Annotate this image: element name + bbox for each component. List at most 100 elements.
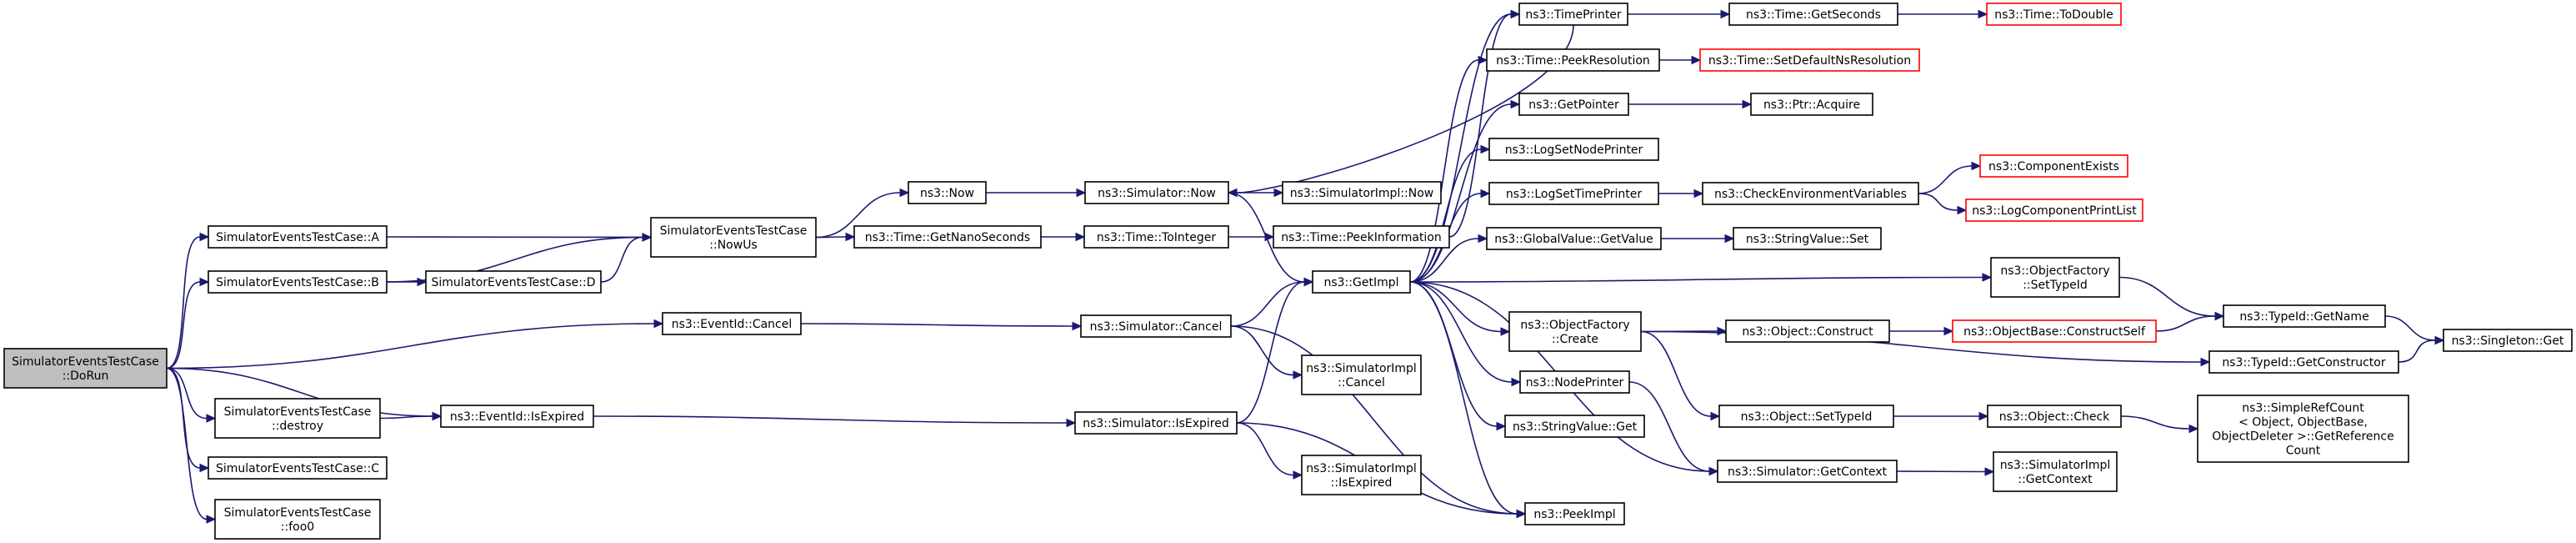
node-typeidgetctor[interactable]: ns3::TypeId::GetConstructor xyxy=(2208,350,2399,374)
arrowhead xyxy=(1264,232,1275,242)
edge-D-nowus xyxy=(600,233,653,283)
arrowhead xyxy=(899,188,910,198)
node-checkenv[interactable]: ns3::CheckEnvironmentVariables xyxy=(1702,182,1919,205)
arrowhead xyxy=(845,232,856,242)
node-destroy[interactable]: SimulatorEventsTestCase::destroy xyxy=(214,398,381,439)
node-box xyxy=(1725,319,1890,343)
arrowhead xyxy=(1273,188,1284,198)
node-logcompprint[interactable]: ns3::LogComponentPrintList xyxy=(1965,199,2143,222)
node-implexpired[interactable]: ns3::SimulatorImpl::IsExpired xyxy=(1301,455,1422,495)
node-todouble[interactable]: ns3::Time::ToDouble xyxy=(1986,3,2122,26)
node-setdefaultns[interactable]: ns3::Time::SetDefaultNsResolution xyxy=(1699,48,1920,72)
node-objsettypeid[interactable]: ns3::Object::SetTypeId xyxy=(1718,405,1894,428)
node-nowus[interactable]: SimulatorEventsTestCase::NowUs xyxy=(650,217,817,258)
edge-simexpired-implexpired xyxy=(1236,422,1303,480)
node-label: ns3::EventId::IsExpired xyxy=(450,410,584,424)
edge-dorun-evcancel xyxy=(166,319,664,370)
node-simcancel[interactable]: ns3::Simulator::Cancel xyxy=(1080,314,1232,338)
node-peekinfo[interactable]: ns3::Time::PeekInformation xyxy=(1273,225,1450,249)
node-D[interactable]: SimulatorEventsTestCase::D xyxy=(425,270,602,294)
node-box xyxy=(1718,405,1894,428)
node-C[interactable]: SimulatorEventsTestCase::C xyxy=(208,456,388,480)
node-peekimpl[interactable]: ns3::PeekImpl xyxy=(1524,502,1625,525)
node-label: SimulatorEventsTestCase::B xyxy=(216,276,379,289)
node-implgetcontext[interactable]: ns3::SimulatorImpl::GetContext xyxy=(1993,451,2118,492)
node-label: ns3::Time::PeekInformation xyxy=(1281,231,1442,244)
node-label: ns3::PeekImpl xyxy=(1533,508,1615,521)
node-compexists[interactable]: ns3::ComponentExists xyxy=(1979,154,2128,178)
node-timeprinter[interactable]: ns3::TimePrinter xyxy=(1518,3,1628,26)
node-peekres[interactable]: ns3::Time::PeekResolution xyxy=(1486,48,1660,72)
node-svset[interactable]: ns3::StringValue::Set xyxy=(1733,227,1882,250)
node-label: ns3::Singleton::Get xyxy=(2452,334,2564,348)
node-getimpl[interactable]: ns3::GetImpl xyxy=(1312,270,1411,294)
node-getpointer[interactable]: ns3::GetPointer xyxy=(1518,93,1629,116)
arrowhead xyxy=(1066,418,1077,428)
node-implcancel[interactable]: ns3::SimulatorImpl::Cancel xyxy=(1301,354,1422,395)
node-label: ns3::Simulator::Now xyxy=(1098,187,1216,200)
arrowhead xyxy=(1742,99,1753,109)
edge-simcancel-implcancel xyxy=(1230,325,1303,380)
arrowhead xyxy=(199,463,210,473)
node-dorun[interactable]: SimulatorEventsTestCase::DoRun xyxy=(3,348,168,389)
node-B[interactable]: SimulatorEventsTestCase::B xyxy=(208,270,388,294)
node-simgetcontext[interactable]: ns3::Simulator::GetContext xyxy=(1717,460,1898,483)
node-ofsettypeid[interactable]: ns3::ObjectFactory::SetTypeId xyxy=(1990,257,2120,298)
edge-destroy-evexpired xyxy=(379,411,443,421)
node-label: ns3::ComponentExists xyxy=(1988,160,2119,173)
node-label: ns3::GlobalValue::GetValue xyxy=(1494,233,1653,246)
arrowhead xyxy=(1510,99,1521,109)
node-logtimeprinter[interactable]: ns3::LogSetTimePrinter xyxy=(1488,182,1659,205)
node-label: ns3::Object::SetTypeId xyxy=(1741,410,1873,424)
node-lognodeprinter[interactable]: ns3::LogSetNodePrinter xyxy=(1488,138,1659,161)
node-box xyxy=(1990,257,2120,298)
arrowhead xyxy=(1717,326,1728,336)
node-simnow[interactable]: ns3::Simulator::Now xyxy=(1084,181,1229,204)
node-label: ns3::SimulatorImpl::Now xyxy=(1290,187,1434,200)
node-objconstruct[interactable]: ns3::Object::Construct xyxy=(1725,319,1890,343)
node-nodeprinter[interactable]: ns3::NodePrinter xyxy=(1519,370,1630,394)
node-box xyxy=(1750,93,1873,116)
node-box xyxy=(1486,48,1660,72)
arrowhead xyxy=(417,277,428,287)
node-ptracquire[interactable]: ns3::Ptr::Acquire xyxy=(1750,93,1873,116)
node-label: ::Cancel xyxy=(1338,376,1385,390)
edge-logtimeprinter-checkenv xyxy=(1658,189,1704,199)
edge-getimpl-peekimpl xyxy=(1409,281,1527,519)
node-singletonget[interactable]: ns3::Singleton::Get xyxy=(2443,329,2573,352)
node-now[interactable]: ns3::Now xyxy=(908,181,987,204)
node-evcancel[interactable]: ns3::EventId::Cancel xyxy=(662,312,802,335)
node-foo0[interactable]: SimulatorEventsTestCase::foo0 xyxy=(214,499,381,540)
arrowhead xyxy=(1957,205,1968,215)
node-tointeger[interactable]: ns3::Time::ToInteger xyxy=(1083,225,1229,249)
node-gvgetvalue[interactable]: ns3::GlobalValue::GetValue xyxy=(1486,227,1662,250)
arrowhead xyxy=(642,233,653,242)
node-box xyxy=(1524,502,1625,525)
arrowhead xyxy=(1227,188,1238,198)
node-implnow[interactable]: ns3::SimulatorImpl::Now xyxy=(1282,181,1442,204)
node-obconstructself[interactable]: ns3::ObjectBase::ConstructSelf xyxy=(1952,319,2157,343)
node-simplerefcount[interactable]: ns3::SimpleRefCount< Object, ObjectBase,… xyxy=(2197,395,2409,463)
edge-dorun-B xyxy=(166,277,210,370)
node-label: SimulatorEventsTestCase::D xyxy=(431,276,595,289)
edge-gvgetvalue-svset xyxy=(1660,234,1735,244)
edge-ofsettypeid-typeidgetname xyxy=(2118,276,2225,321)
node-objcheck[interactable]: ns3::Object::Check xyxy=(1987,405,2122,428)
node-ofcreate[interactable]: ns3::ObjectFactory::Create xyxy=(1508,311,1642,352)
node-typeidgetname[interactable]: ns3::TypeId::GetName xyxy=(2223,304,2386,328)
node-simexpired[interactable]: ns3::Simulator::IsExpired xyxy=(1074,411,1238,435)
node-label: ::foo0 xyxy=(281,520,314,534)
edge-getimpl-svget xyxy=(1409,281,1507,431)
arrowhead xyxy=(1516,509,1527,519)
edge-evexpired-simexpired xyxy=(593,415,1077,428)
node-box xyxy=(1488,182,1659,205)
node-label: ns3::LogComponentPrintList xyxy=(1972,204,2137,218)
arrowhead xyxy=(199,232,210,242)
node-getnano[interactable]: ns3::Time::GetNanoSeconds xyxy=(853,225,1042,249)
node-A[interactable]: SimulatorEventsTestCase::A xyxy=(208,225,388,249)
edge-getimpl-nodeprinter xyxy=(1409,281,1522,387)
node-evexpired[interactable]: ns3::EventId::IsExpired xyxy=(440,405,594,428)
edge-timeprinter-getseconds xyxy=(1628,9,1731,19)
node-getseconds[interactable]: ns3::Time::GetSeconds xyxy=(1728,3,1898,26)
node-svget[interactable]: ns3::StringValue::Get xyxy=(1504,415,1645,438)
